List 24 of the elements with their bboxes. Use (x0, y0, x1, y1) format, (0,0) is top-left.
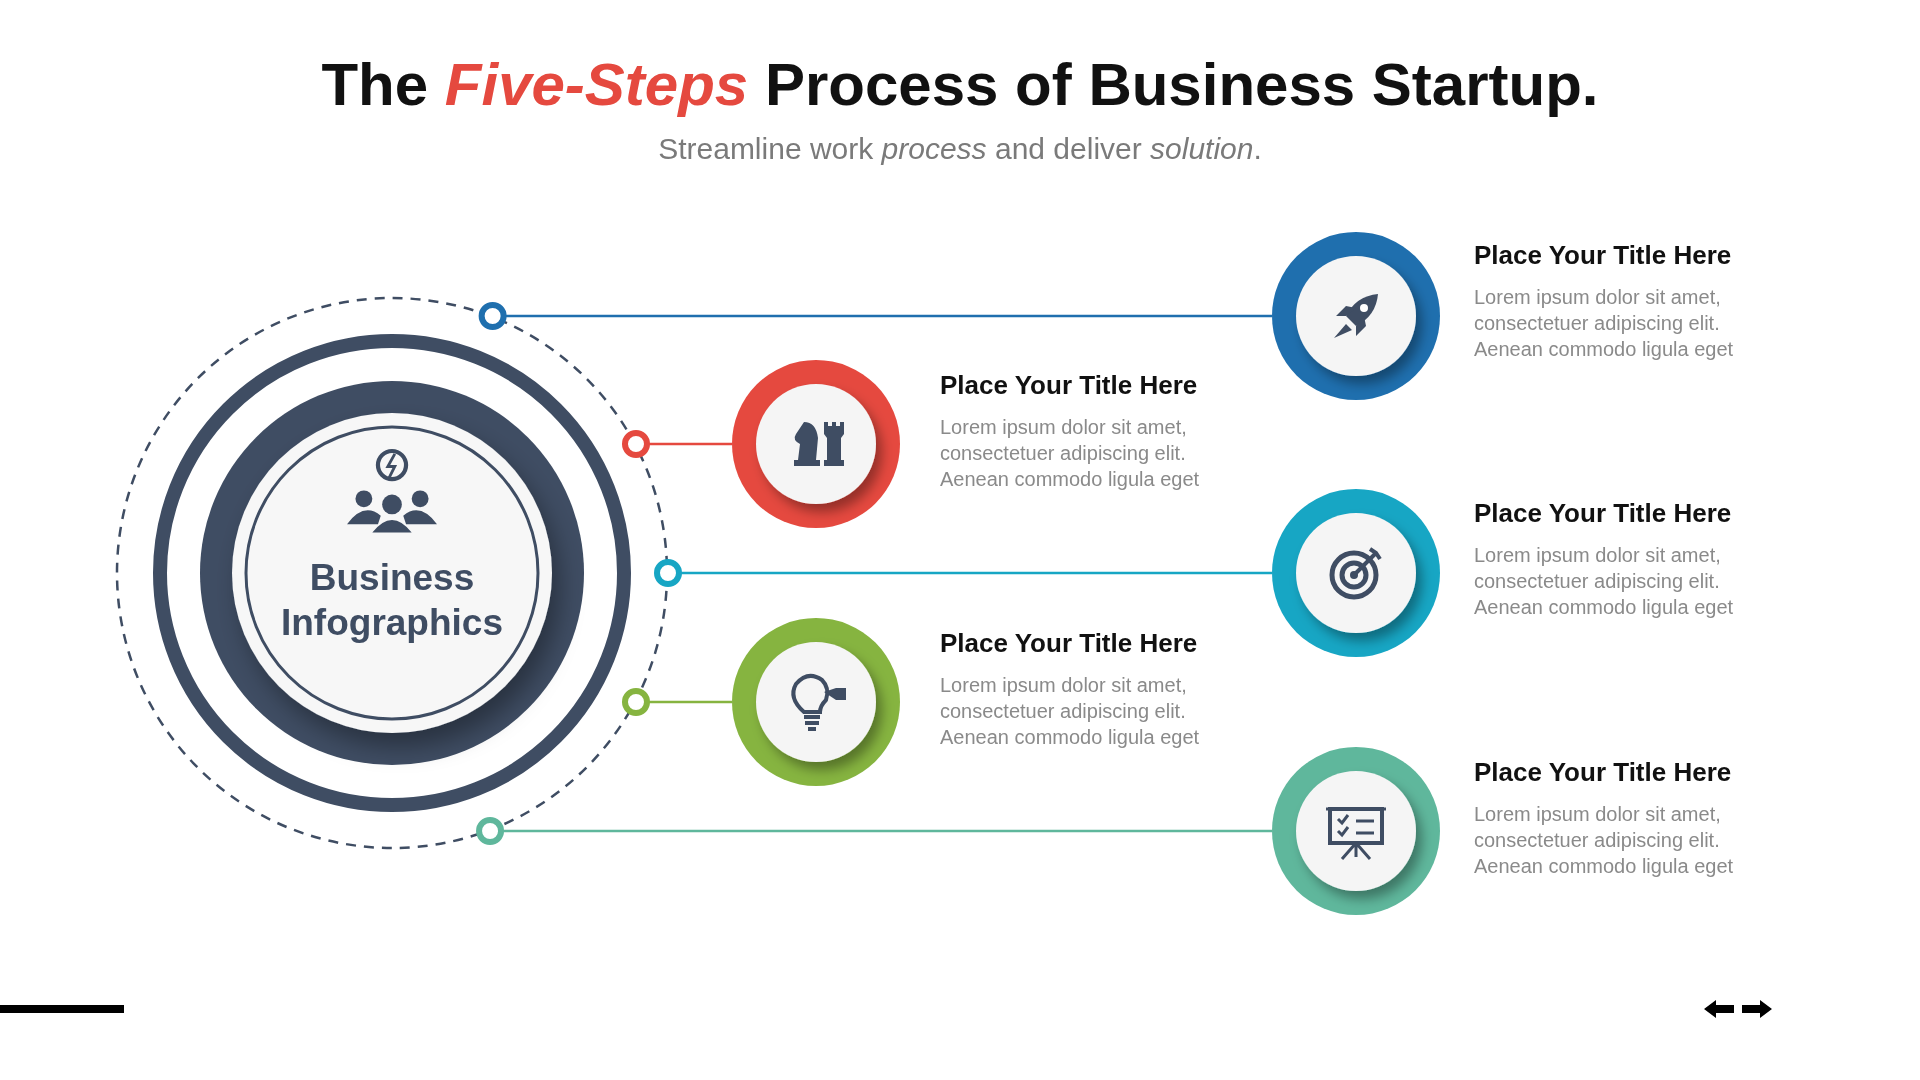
step-circle (1272, 747, 1440, 915)
step-description: Lorem ipsum dolor sit amet, consectetuer adipiscing elit. Aenean commodo ligula eget (1474, 802, 1735, 879)
step-description: Lorem ipsum dolor sit amet, consectetuer adipiscing elit. Aenean commodo ligula eget (940, 673, 1201, 750)
connector-line (654, 559, 1272, 587)
step-title: Place Your Title Here (940, 628, 1199, 659)
step-circle (732, 618, 900, 786)
step-title: Place Your Title Here (940, 370, 1199, 401)
step-description: Lorem ipsum dolor sit amet, consectetuer adipiscing elit. Aenean commodo ligula eget (940, 415, 1201, 492)
step-title: Place Your Title Here (1474, 498, 1733, 529)
hub-circle (116, 297, 668, 849)
step-title: Place Your Title Here (1474, 240, 1733, 271)
page-title: The Five-Steps Process of Business Startup. (320, 50, 1600, 119)
step-description: Lorem ipsum dolor sit amet, consectetuer adipiscing elit. Aenean commodo ligula eget (1474, 285, 1735, 362)
connector-line (478, 302, 1272, 330)
connector-line (622, 430, 732, 458)
step-circle (1272, 232, 1440, 400)
connector-line (476, 817, 1272, 845)
step-circle (1272, 489, 1440, 657)
step-circle (732, 360, 900, 528)
step-title: Place Your Title Here (1474, 757, 1733, 788)
subtitle: Streamline work process and deliver solution. (657, 132, 1263, 166)
step-description: Lorem ipsum dolor sit amet, consectetuer adipiscing elit. Aenean commodo ligula eget (1474, 543, 1735, 620)
hub-label: Business Infographics (280, 556, 504, 646)
connector-line (622, 688, 732, 716)
